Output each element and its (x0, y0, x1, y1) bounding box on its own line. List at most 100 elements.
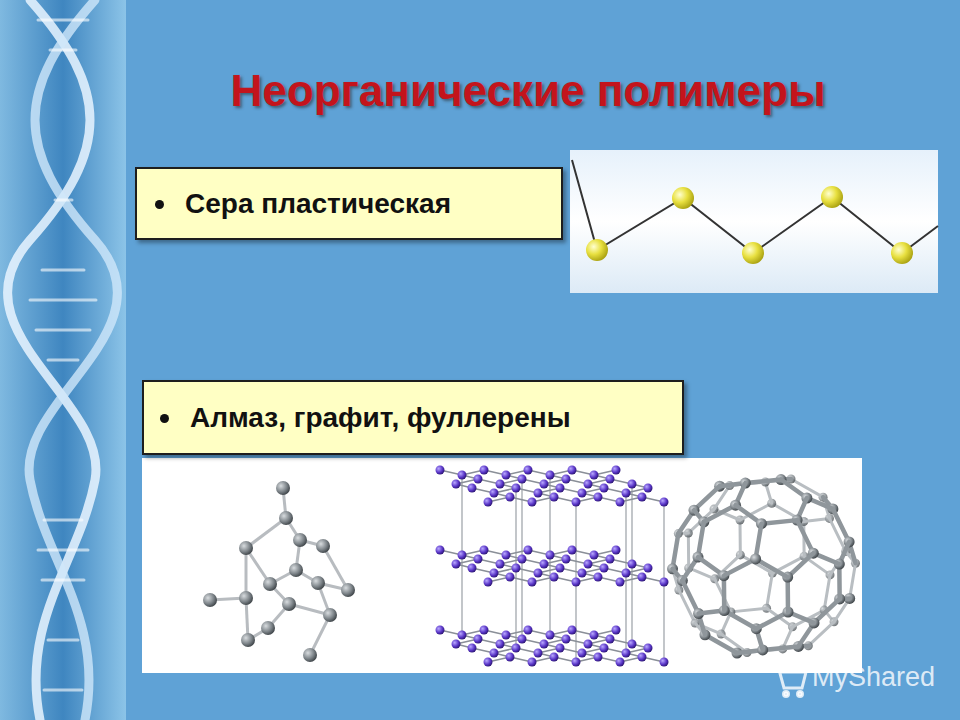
diamond-atom (316, 539, 330, 553)
graphite-interlayer (515, 488, 516, 568)
graphite-interlayer (521, 559, 522, 639)
diamond-atom (239, 591, 253, 605)
graphite-atom (612, 466, 621, 475)
diamond-atom (279, 511, 293, 525)
diamond-bond (245, 548, 248, 598)
graphite-atom (502, 471, 511, 480)
graphite-atom (578, 649, 587, 658)
fullerene-bond (687, 533, 690, 568)
graphite-atom (540, 560, 549, 569)
graphite-atom (578, 569, 587, 578)
graphite-atom (628, 640, 637, 649)
diamond-atom (203, 593, 217, 607)
graphite-atom (518, 555, 527, 564)
diamond-atom (239, 541, 253, 555)
diamond-bond (246, 518, 286, 548)
graphite-atom (512, 644, 521, 653)
fullerene-bond (682, 581, 698, 614)
graphite-atom (490, 649, 499, 658)
graphite-atom (616, 578, 625, 587)
graphite-atom (474, 555, 483, 564)
fullerene-bond (797, 520, 813, 553)
graphite-interlayer (521, 479, 522, 559)
graphite-atom (644, 644, 653, 653)
fullerene-bond (833, 509, 849, 542)
graphite-atom (528, 498, 537, 507)
graphite-interlayer (631, 484, 632, 564)
graphite-atom (556, 644, 565, 653)
bullet-box: Сера пластическая (135, 167, 563, 240)
bullet-dot (160, 414, 169, 423)
diamond-atom (241, 633, 255, 647)
graphite-atom (458, 631, 467, 640)
graphite-atom (496, 640, 505, 649)
graphite-interlayer (625, 573, 626, 653)
graphite-interlayer (461, 475, 462, 555)
graphite-atom (528, 658, 537, 667)
fullerene-bond (731, 608, 767, 612)
graphite-atom (616, 498, 625, 507)
graphite-atom (584, 560, 593, 569)
graphite-atom (518, 475, 527, 484)
graphite-atom (644, 484, 653, 493)
graphite-interlayer (631, 564, 632, 644)
carbon-picture (142, 458, 862, 673)
diamond-atom (341, 583, 355, 597)
graphite-atom (458, 551, 467, 560)
graphite-atom (572, 658, 581, 667)
watermark-icon (770, 666, 806, 697)
fullerene-atom (750, 553, 761, 564)
diamond-atom (303, 648, 317, 662)
graphite-atom (660, 578, 669, 587)
graphite-atom (572, 578, 581, 587)
diamond-bond (323, 546, 348, 590)
graphite-atom (556, 564, 565, 573)
graphite-atom (622, 649, 631, 658)
graphite-interlayer (549, 475, 550, 555)
graphite-atom (524, 466, 533, 475)
fullerene-bond (824, 575, 830, 610)
diamond-atom (276, 481, 290, 495)
bullet-box: Алмаз, графит, фуллерены (142, 380, 684, 455)
graphite-atom (550, 493, 559, 502)
graphite-atom (546, 631, 555, 640)
graphite-atom (562, 475, 571, 484)
graphite-atom (540, 640, 549, 649)
graphite-interlayer (625, 493, 626, 573)
graphite-atom (590, 471, 599, 480)
graphite-atom (452, 640, 461, 649)
sulfur-picture (570, 150, 938, 293)
graphite-atom (436, 466, 445, 475)
graphite-atom (474, 475, 483, 484)
fullerene-bond (724, 611, 756, 629)
graphite-atom (550, 573, 559, 582)
graphite-atom (436, 546, 445, 555)
graphite-atom (612, 626, 621, 635)
diamond-lattice (203, 481, 355, 662)
graphite-atom (594, 653, 603, 662)
box-text: Сера пластическая (185, 188, 451, 220)
diamond-atom (289, 563, 303, 577)
graphite-interlayer (575, 582, 576, 662)
graphite-atom (578, 489, 587, 498)
diamond-atom (263, 577, 277, 591)
graphite-atom (606, 635, 615, 644)
graphite-atom (622, 489, 631, 498)
graphite-atom (452, 480, 461, 489)
graphite-atom (474, 635, 483, 644)
graphite-atom (568, 546, 577, 555)
graphite-atom (468, 484, 477, 493)
graphite-atom (506, 493, 515, 502)
graphite-atom (512, 564, 521, 573)
graphite-atom (468, 644, 477, 653)
graphite-atom (638, 493, 647, 502)
graphite-atom (638, 653, 647, 662)
graphite-atom (556, 484, 565, 493)
graphite-atom (606, 555, 615, 564)
graphite-atom (534, 649, 543, 658)
bullet-dot (155, 200, 164, 209)
graphite-atom (584, 640, 593, 649)
graphite-atom (436, 626, 445, 635)
sulfur-chain (572, 160, 938, 253)
graphite-atom (562, 635, 571, 644)
